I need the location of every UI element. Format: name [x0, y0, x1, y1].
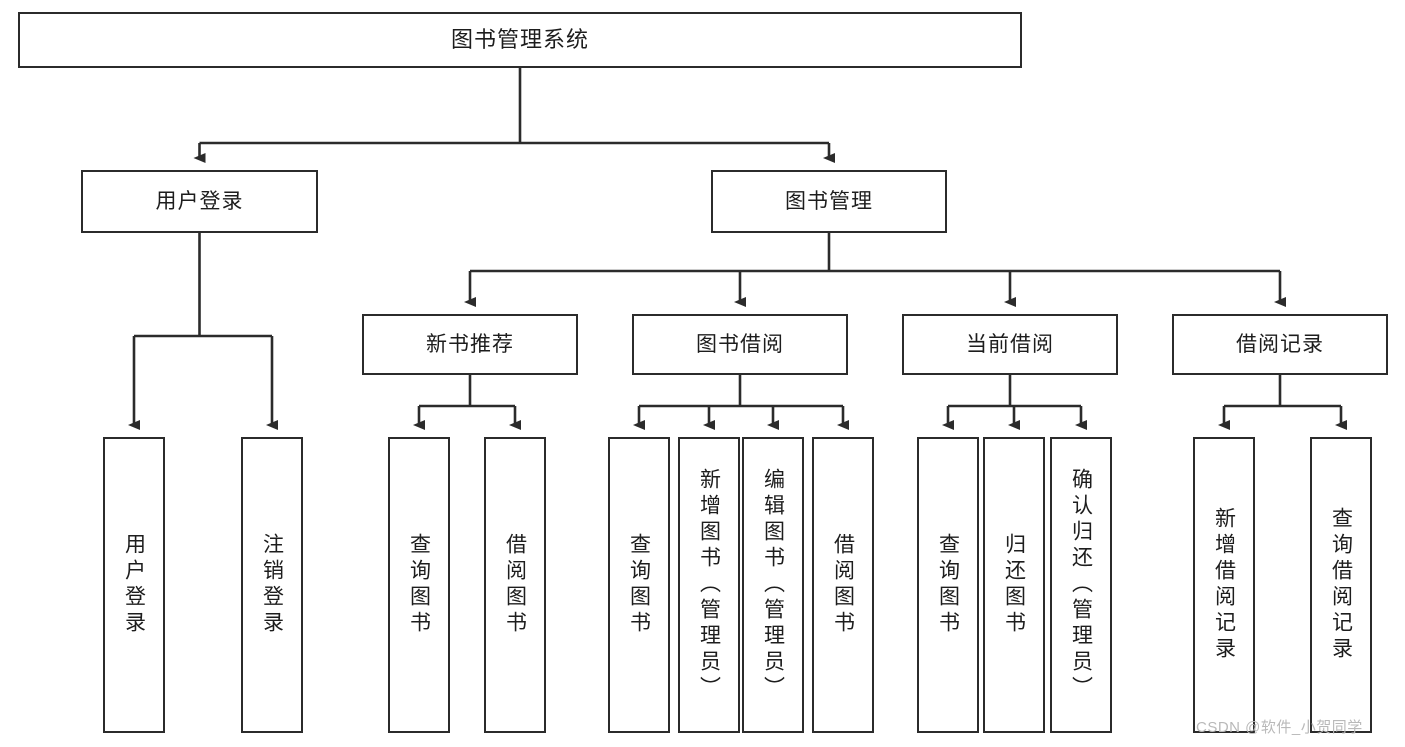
node-label: 新增借阅记录: [1212, 507, 1236, 663]
node-label: 新书推荐: [426, 332, 514, 356]
node-label: 查询图书: [407, 533, 431, 637]
node-leaf-add-record[interactable]: 新增借阅记录: [1193, 437, 1255, 733]
node-leaf-query-book-3[interactable]: 查询图书: [917, 437, 979, 733]
node-label: 图书管理系统: [450, 26, 589, 52]
node-label: 新增图书（管理员）: [697, 468, 721, 702]
csdn-watermark: CSDN @软件_小贺同学: [1196, 719, 1363, 736]
node-book-manage[interactable]: 图书管理: [711, 170, 947, 233]
node-leaf-query-book-1[interactable]: 查询图书: [388, 437, 450, 733]
node-label: 借阅图书: [503, 533, 527, 637]
node-leaf-edit-book[interactable]: 编辑图书（管理员）: [742, 437, 804, 733]
node-label: 图书管理: [785, 189, 873, 213]
node-label: 借阅记录: [1236, 332, 1324, 356]
node-book-borrow[interactable]: 图书借阅: [632, 314, 848, 375]
node-root[interactable]: 图书管理系统: [18, 12, 1022, 68]
node-label: 用户登录: [122, 533, 146, 637]
node-label: 确认归还（管理员）: [1069, 468, 1093, 702]
node-label: 用户登录: [155, 189, 244, 213]
node-leaf-borrow-book-2[interactable]: 借阅图书: [812, 437, 874, 733]
node-leaf-user-login[interactable]: 用户登录: [103, 437, 165, 733]
node-label: 借阅图书: [831, 533, 855, 637]
node-label: 当前借阅: [966, 332, 1054, 356]
node-leaf-user-logout[interactable]: 注销登录: [241, 437, 303, 733]
node-label: 查询图书: [627, 533, 651, 637]
node-borrow-record[interactable]: 借阅记录: [1172, 314, 1388, 375]
node-leaf-query-record[interactable]: 查询借阅记录: [1310, 437, 1372, 733]
node-leaf-add-book[interactable]: 新增图书（管理员）: [678, 437, 740, 733]
node-new-book-rec[interactable]: 新书推荐: [362, 314, 578, 375]
node-leaf-confirm-return[interactable]: 确认归还（管理员）: [1050, 437, 1112, 733]
node-label: 查询图书: [936, 533, 960, 637]
node-current-borrow[interactable]: 当前借阅: [902, 314, 1118, 375]
node-leaf-return-book[interactable]: 归还图书: [983, 437, 1045, 733]
node-label: 图书借阅: [696, 332, 784, 356]
node-label: 编辑图书（管理员）: [761, 468, 785, 702]
node-label: 归还图书: [1002, 533, 1026, 637]
node-user-login[interactable]: 用户登录: [81, 170, 318, 233]
node-leaf-borrow-book-1[interactable]: 借阅图书: [484, 437, 546, 733]
node-leaf-query-book-2[interactable]: 查询图书: [608, 437, 670, 733]
node-label: 注销登录: [260, 533, 284, 637]
node-label: 查询借阅记录: [1329, 507, 1353, 663]
